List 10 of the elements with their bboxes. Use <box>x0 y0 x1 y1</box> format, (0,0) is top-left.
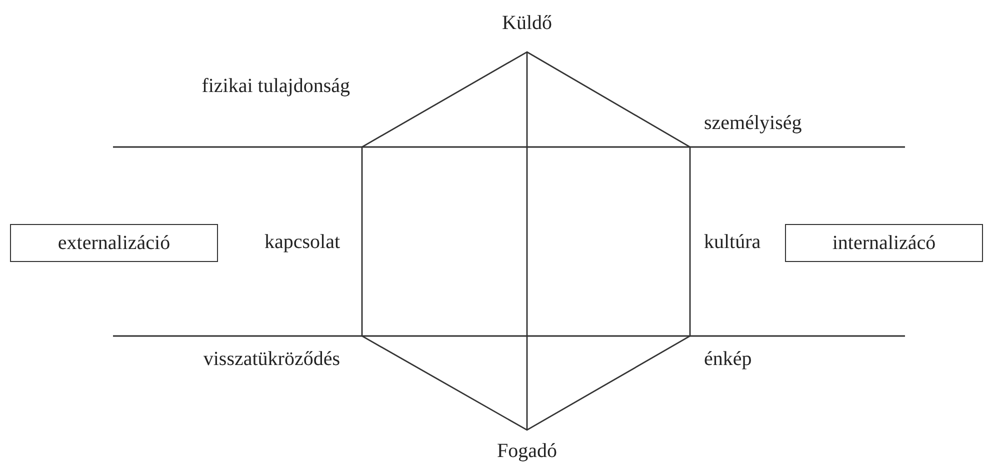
facet-label: énkép <box>704 348 752 370</box>
facet-label: fizikai tulajdonság <box>202 75 350 97</box>
label-box: externalizáció <box>10 224 218 262</box>
facet-label: Küldő <box>502 12 552 34</box>
facet-label: visszatükröződés <box>203 348 340 370</box>
facet-label: kapcsolat <box>264 231 340 253</box>
facet-label: Fogadó <box>497 440 557 462</box>
facet-label: személyiség <box>704 112 802 134</box>
facet-label: kultúra <box>704 231 761 253</box>
label-box: internalizácó <box>785 224 983 262</box>
